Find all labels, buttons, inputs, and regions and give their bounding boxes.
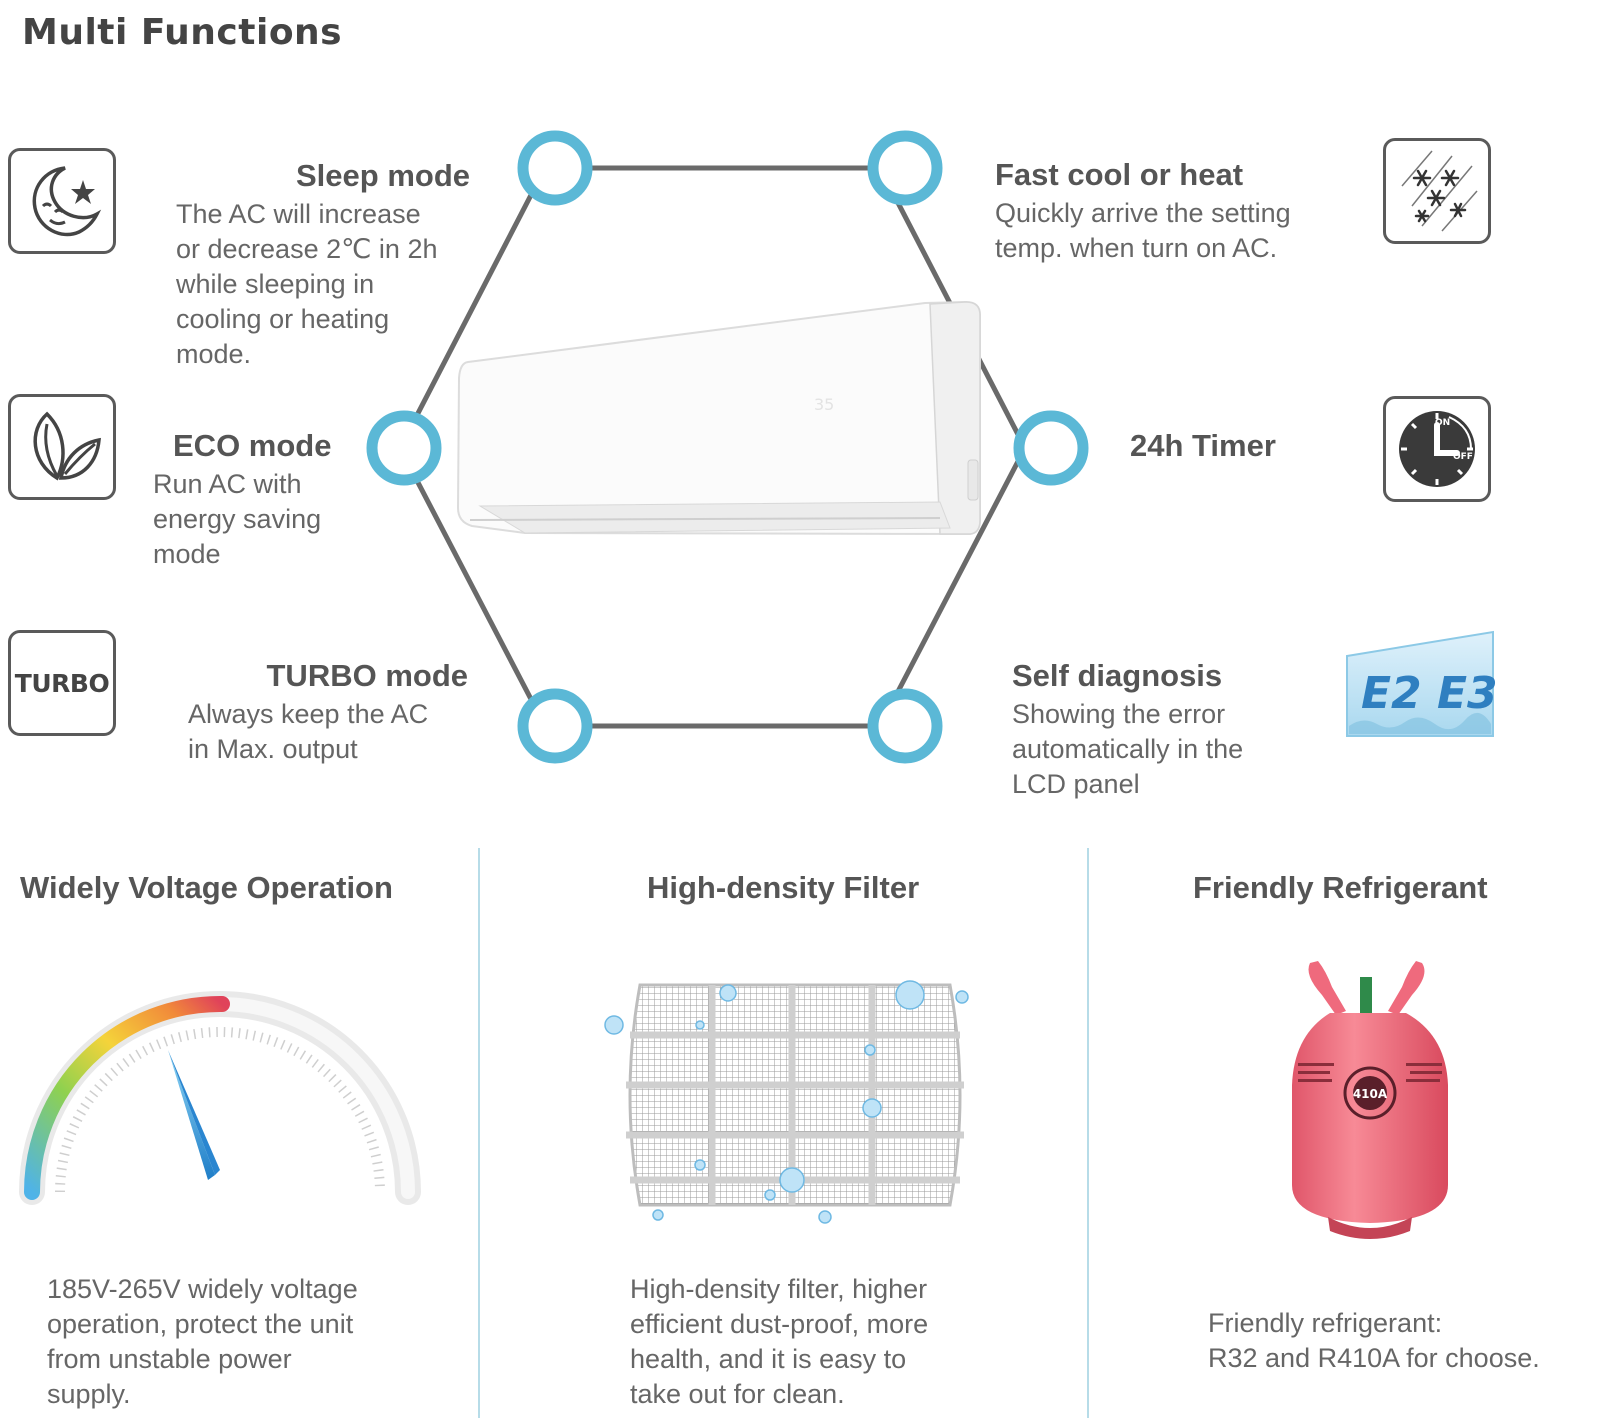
filter-mesh-icon [604, 980, 969, 1224]
sleep-icon-box [8, 148, 116, 254]
hexagon-diagram: 35 [366, 130, 1089, 764]
filter-title: High-density Filter [647, 870, 920, 905]
voltage-title: Widely Voltage Operation [20, 870, 393, 905]
sleep-mode-desc: The AC will increase or decrease 2℃ in 2… [176, 199, 438, 369]
diagnosis-codes: E2 E3 [1361, 668, 1497, 719]
fast-cool-heat-title: Fast cool or heat [995, 157, 1244, 192]
divider-left [478, 848, 480, 1418]
divider-right [1087, 848, 1089, 1418]
timer-icon-box: ON OFF [1383, 396, 1491, 502]
eco-mode-desc: Run AC with energy saving mode [153, 469, 322, 569]
eco-icon-box [8, 394, 116, 500]
fast-icon-box [1383, 138, 1491, 244]
hex-node-diagnosis [867, 688, 943, 764]
cylinder-label: 410A [1353, 1087, 1388, 1101]
gauge-icon [19, 991, 421, 1205]
svg-text:35: 35 [814, 395, 834, 414]
moon-star-icon [32, 166, 102, 237]
self-diagnosis-desc: Showing the error automatically in the L… [1012, 699, 1244, 799]
self-diagnosis-title: Self diagnosis [1012, 658, 1223, 693]
hex-node-sleep [517, 130, 593, 206]
eco-mode-title: ECO mode [173, 428, 332, 463]
turbo-mode-desc: Always keep the AC in Max. output [188, 699, 429, 764]
sleep-mode-title: Sleep mode [296, 158, 470, 193]
leaves-icon [33, 411, 101, 481]
hex-node-timer [1013, 410, 1089, 486]
turbo-mode-title: TURBO mode [266, 658, 469, 693]
timer-on-label: ON [1435, 418, 1450, 428]
refrigerant-cylinder-icon: 410A [1292, 961, 1448, 1239]
hex-node-eco [366, 410, 442, 486]
timer-off-label: OFF [1453, 452, 1473, 462]
hex-node-turbo [517, 688, 593, 764]
page-title: Multi Functions [22, 12, 343, 53]
turbo-icon-label: TURBO [14, 668, 110, 698]
voltage-desc: 185V-265V widely voltage operation, prot… [47, 1274, 358, 1409]
ac-unit-image: 35 [456, 300, 981, 536]
clock-icon: ON OFF [1399, 411, 1475, 487]
fast-cool-heat-desc: Quickly arrive the setting temp. when tu… [995, 198, 1291, 263]
turbo-icon-box: TURBO [8, 630, 116, 736]
refrigerant-desc: Friendly refrigerant: R32 and R410A for … [1208, 1308, 1540, 1373]
snowflakes-icon [1401, 150, 1478, 232]
timer-title: 24h Timer [1130, 428, 1276, 463]
diagnosis-display-icon: E2 E3 [1343, 628, 1498, 745]
hex-node-fast [867, 130, 943, 206]
filter-desc: High-density filter, higher efficient du… [630, 1274, 929, 1409]
refrigerant-title: Friendly Refrigerant [1193, 870, 1488, 905]
